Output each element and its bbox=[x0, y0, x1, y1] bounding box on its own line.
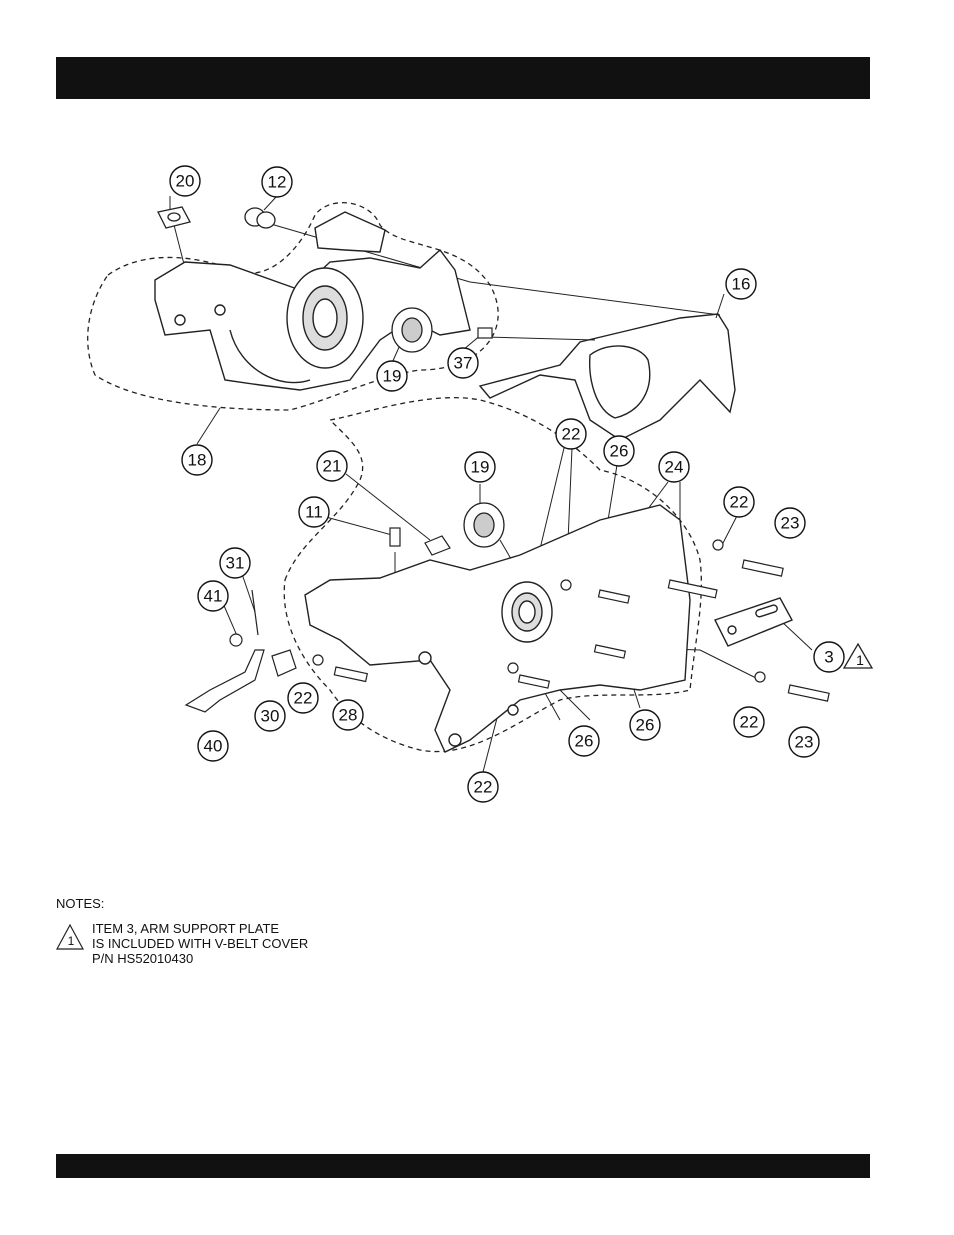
callout-12: 12 bbox=[262, 167, 292, 197]
svg-text:26: 26 bbox=[575, 732, 594, 751]
svg-text:18: 18 bbox=[188, 451, 207, 470]
svg-text:22: 22 bbox=[730, 493, 749, 512]
grommet-20 bbox=[158, 207, 190, 228]
warning-triangle: 1 bbox=[844, 644, 872, 668]
svg-text:19: 19 bbox=[471, 458, 490, 477]
svg-text:31: 31 bbox=[226, 554, 245, 573]
svg-text:11: 11 bbox=[305, 503, 323, 522]
callout-26-right: 26 bbox=[630, 710, 660, 740]
svg-text:22: 22 bbox=[294, 689, 313, 708]
callout-18: 18 bbox=[182, 445, 212, 475]
svg-text:3: 3 bbox=[824, 648, 833, 667]
callout-30: 30 bbox=[255, 701, 285, 731]
callout-22-left: 22 bbox=[288, 683, 318, 713]
callout-23-lower: 23 bbox=[789, 727, 819, 757]
svg-text:24: 24 bbox=[665, 458, 684, 477]
svg-text:21: 21 bbox=[323, 457, 342, 476]
callout-22-right-upper: 22 bbox=[724, 487, 754, 517]
svg-text:1: 1 bbox=[856, 652, 864, 668]
note-line-2: IS INCLUDED WITH V-BELT COVER bbox=[92, 936, 308, 951]
footer-bar bbox=[56, 1154, 870, 1178]
callout-19-upper: 19 bbox=[377, 361, 407, 391]
svg-text:30: 30 bbox=[261, 707, 280, 726]
svg-text:22: 22 bbox=[562, 425, 581, 444]
callout-22-right-lower: 22 bbox=[734, 707, 764, 737]
svg-text:16: 16 bbox=[732, 275, 751, 294]
pin-37 bbox=[478, 328, 492, 338]
callout-19-lower: 19 bbox=[465, 452, 495, 482]
svg-text:23: 23 bbox=[795, 733, 814, 752]
bearing-upper bbox=[392, 308, 432, 352]
callout-24: 24 bbox=[659, 452, 689, 482]
cap-12 bbox=[245, 208, 275, 228]
svg-text:26: 26 bbox=[610, 442, 629, 461]
callout-21: 21 bbox=[317, 451, 347, 481]
svg-text:22: 22 bbox=[740, 713, 759, 732]
callout-16: 16 bbox=[726, 269, 756, 299]
arm-support-plate bbox=[715, 598, 792, 646]
svg-text:23: 23 bbox=[781, 514, 800, 533]
note-warning-icon: 1 bbox=[56, 924, 84, 950]
note-line-1: ITEM 3, ARM SUPPORT PLATE bbox=[92, 921, 308, 936]
notes-section: NOTES: 1 ITEM 3, ARM SUPPORT PLATE IS IN… bbox=[56, 896, 308, 966]
svg-text:19: 19 bbox=[383, 367, 402, 386]
callout-26-bottom: 26 bbox=[569, 726, 599, 756]
svg-text:26: 26 bbox=[636, 716, 655, 735]
callout-20: 20 bbox=[170, 166, 200, 196]
note-line-3: P/N HS52010430 bbox=[92, 951, 308, 966]
svg-text:41: 41 bbox=[204, 587, 223, 606]
callout-22-top: 22 bbox=[556, 419, 586, 449]
svg-text:40: 40 bbox=[204, 737, 223, 756]
callout-28: 28 bbox=[333, 700, 363, 730]
callout-31: 31 bbox=[220, 548, 250, 578]
gasket bbox=[480, 314, 735, 440]
callout-37: 37 bbox=[448, 348, 478, 378]
svg-text:1: 1 bbox=[68, 934, 75, 948]
callout-11: 11 bbox=[299, 497, 329, 527]
svg-text:12: 12 bbox=[268, 173, 287, 192]
bearing-lower bbox=[464, 503, 504, 547]
note-item: 1 ITEM 3, ARM SUPPORT PLATE IS INCLUDED … bbox=[56, 921, 308, 966]
callout-22-bottom: 22 bbox=[468, 772, 498, 802]
callout-26-top: 26 bbox=[604, 436, 634, 466]
svg-text:28: 28 bbox=[339, 706, 358, 725]
callout-41: 41 bbox=[198, 581, 228, 611]
svg-text:22: 22 bbox=[474, 778, 493, 797]
callout-23-upper: 23 bbox=[775, 508, 805, 538]
upper-housing bbox=[155, 212, 470, 390]
notes-title: NOTES: bbox=[56, 896, 308, 911]
svg-text:20: 20 bbox=[176, 172, 195, 191]
callout-40: 40 bbox=[198, 731, 228, 761]
callout-3: 3 bbox=[814, 642, 844, 672]
svg-text:37: 37 bbox=[454, 354, 473, 373]
